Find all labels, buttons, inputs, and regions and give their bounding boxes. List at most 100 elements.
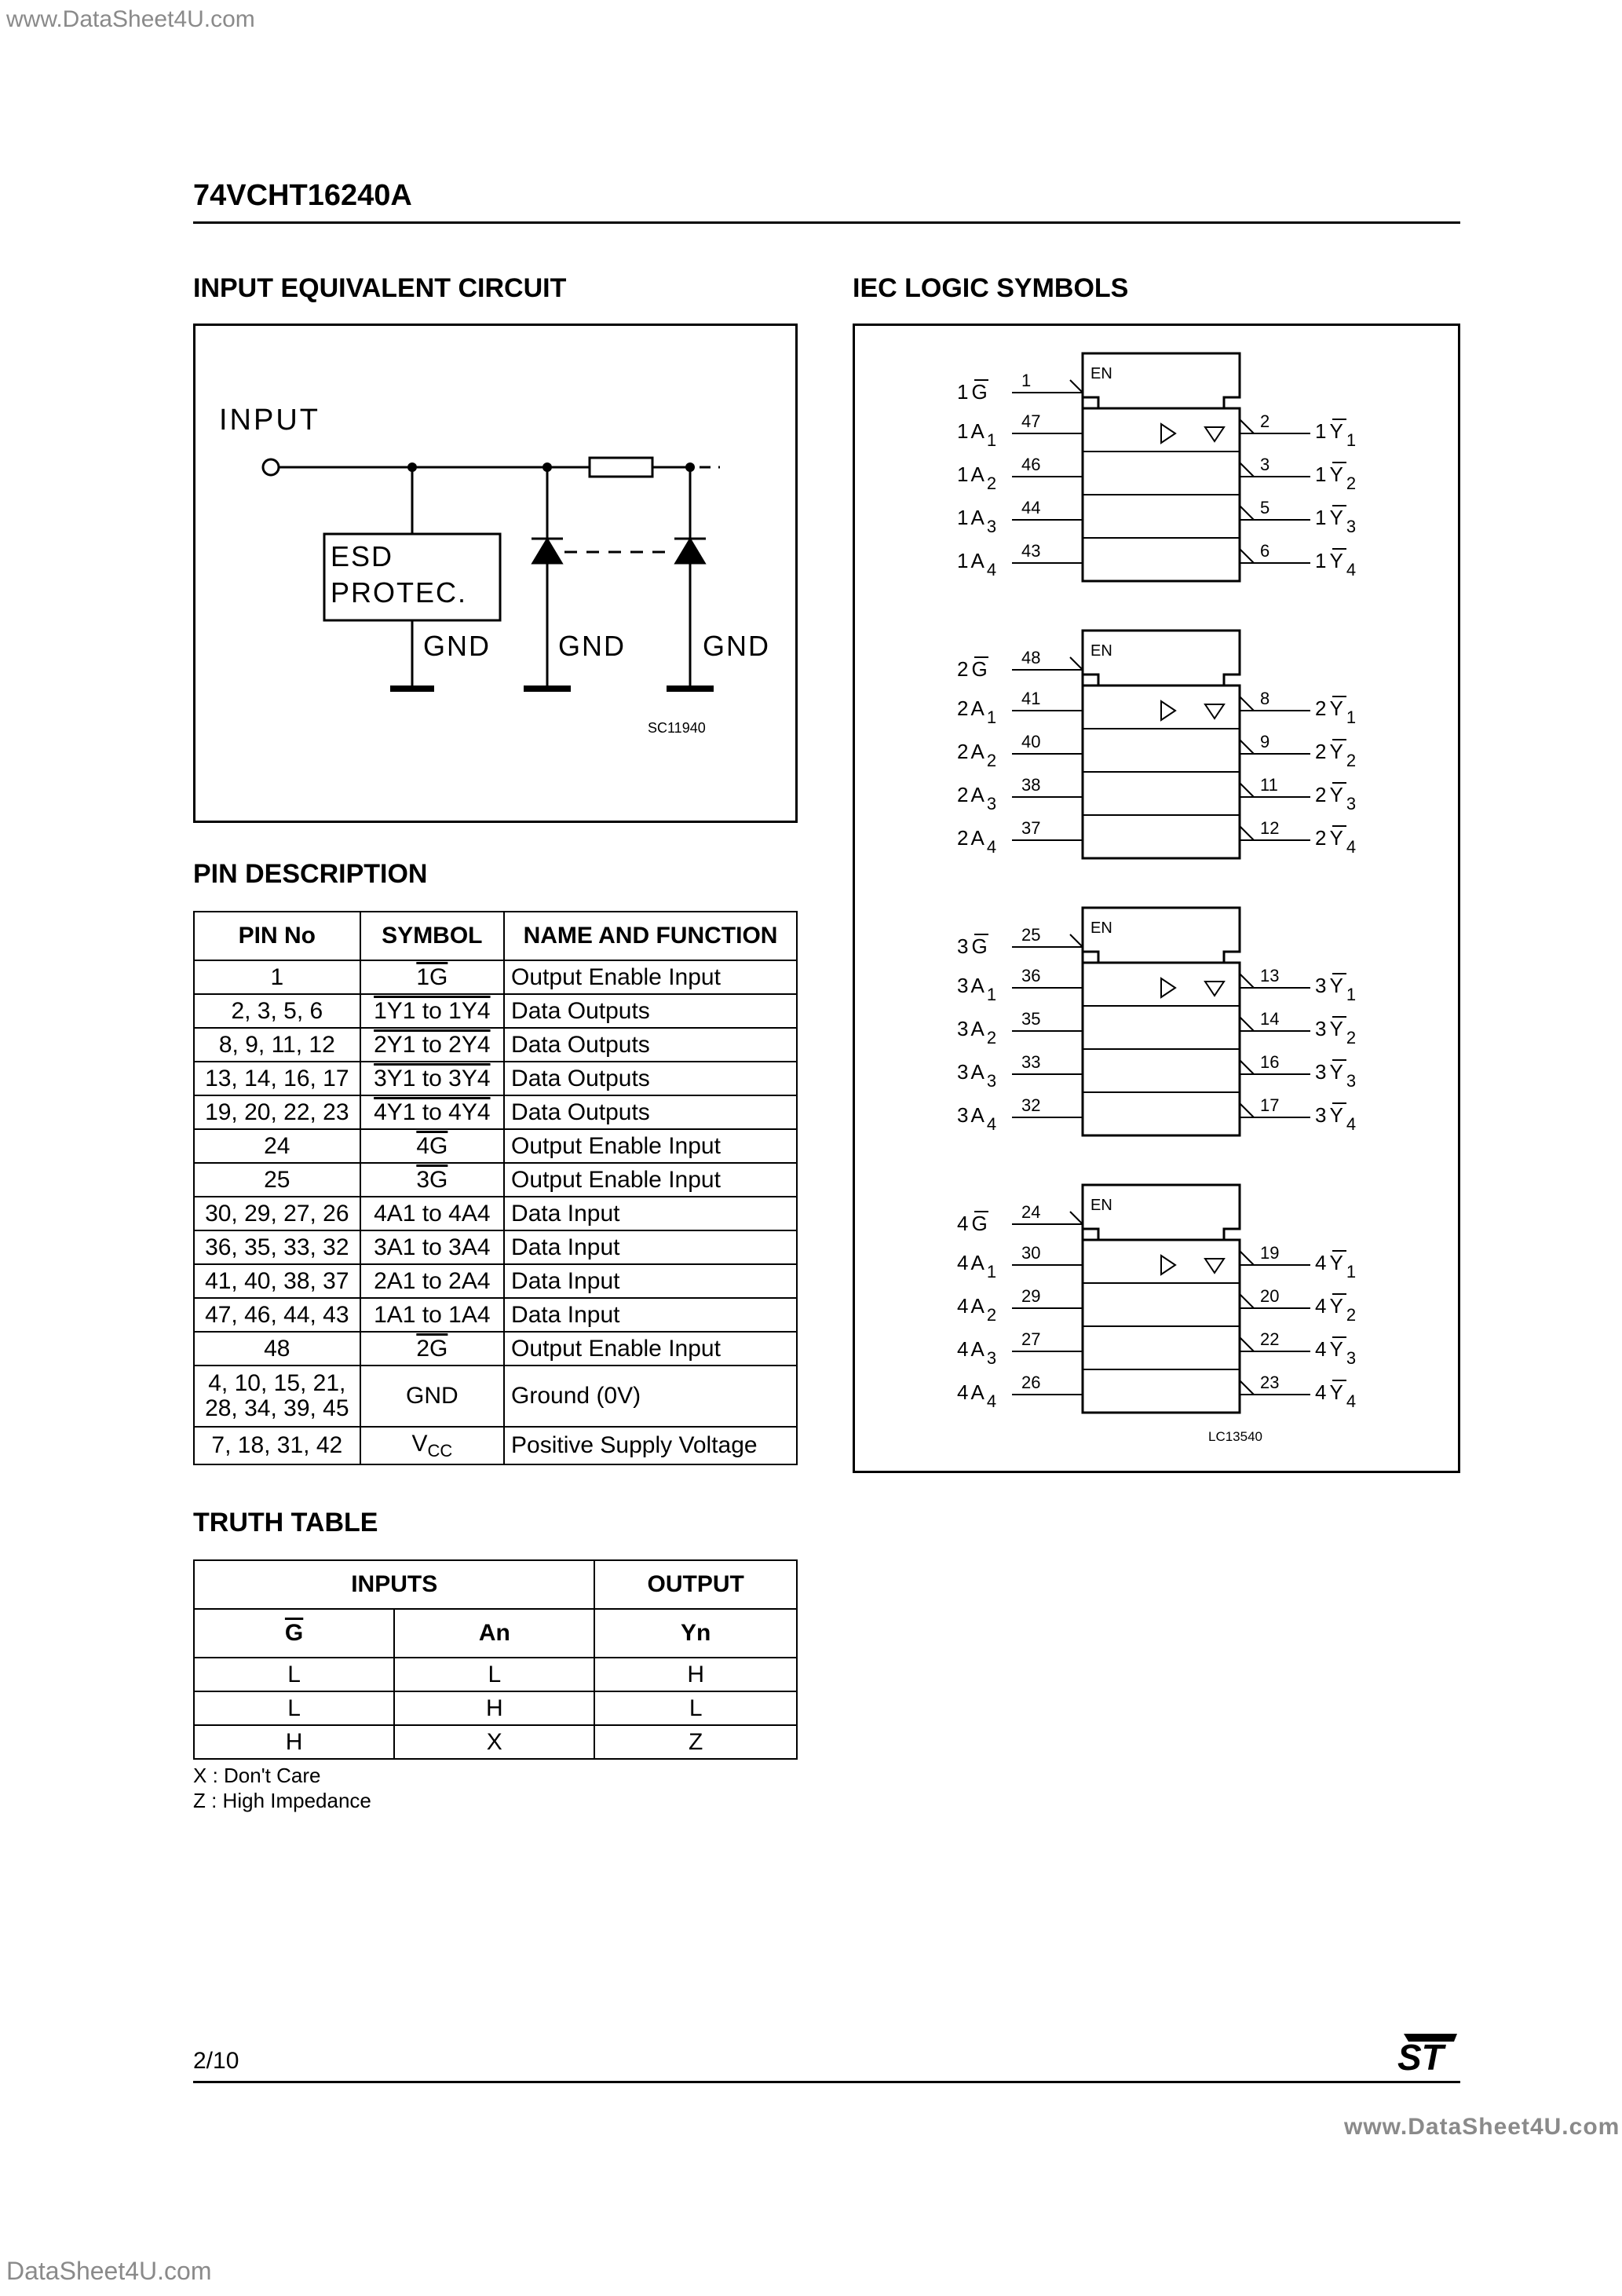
header-rule (193, 221, 1460, 224)
pin-cell: 7, 18, 31, 42 (193, 1426, 361, 1465)
input-label: 2A4 (957, 826, 999, 857)
truth-cell: L (192, 1657, 396, 1692)
header-name-function: NAME AND FUNCTION (503, 911, 798, 961)
footer-rule (193, 2081, 1460, 2083)
inversion-mark (1239, 1293, 1255, 1309)
output-pin-number: 12 (1260, 818, 1279, 838)
subscript: 3 (1346, 1348, 1359, 1368)
output-pin-number: 8 (1260, 689, 1269, 708)
col-g-header: G (192, 1608, 396, 1658)
subscript: 3 (1346, 794, 1359, 813)
pin-cell: 41, 40, 38, 37 (193, 1263, 361, 1299)
symbol-cell: 2G (359, 1331, 506, 1366)
watermark-bottom-left: DataSheet4U.com (6, 2257, 212, 2285)
output-pin-number: 9 (1260, 732, 1269, 751)
input-label: 3A2 (957, 1017, 999, 1047)
input-circuit-box: INPUT ESD PROTEC. GND GND GND SC11940 (193, 324, 798, 823)
pin-line-2: 28, 34, 39, 45 (205, 1395, 349, 1421)
output-label: 2Y4 (1315, 826, 1359, 857)
output-pin-number: 6 (1260, 541, 1269, 561)
subscript: 2 (1346, 1028, 1359, 1047)
page-number: 2/10 (193, 2048, 239, 2074)
table-row: L L H (192, 1657, 798, 1692)
function-cell: Output Enable Input (503, 960, 798, 995)
table-row: H X Z (192, 1724, 798, 1760)
iec-title: IEC LOGIC SYMBOLS (853, 273, 1129, 303)
gnd-label-2: GND (558, 630, 626, 662)
inversion-mark (1239, 739, 1255, 755)
header-pin-no: PIN No (193, 911, 361, 961)
input-pin-number: 33 (1021, 1052, 1040, 1072)
control-block (1081, 352, 1241, 408)
pin-cell: 36, 35, 33, 32 (193, 1230, 361, 1265)
subscript: 4 (987, 1114, 999, 1134)
pin-cell: 4, 10, 15, 21, 28, 34, 39, 45 (193, 1365, 361, 1428)
tristate-symbol (1204, 981, 1226, 997)
output-pin-number: 14 (1260, 1009, 1279, 1029)
output-pin-number: 19 (1260, 1243, 1279, 1263)
function-cell: Ground (0V) (503, 1365, 798, 1428)
subscript: 3 (987, 1071, 999, 1091)
symbol-cell: 3A1 to 3A4 (359, 1230, 506, 1265)
input-label: 2A2 (957, 740, 999, 770)
output-pin-number: 13 (1260, 966, 1279, 985)
output-pin-number: 22 (1260, 1329, 1279, 1349)
g-pin-number: 25 (1021, 925, 1040, 945)
input-pin-number: 29 (1021, 1286, 1040, 1306)
output-label: 4Y3 (1315, 1337, 1359, 1368)
symbol-cell: VCC (359, 1426, 506, 1465)
output-label: 2Y3 (1315, 783, 1359, 813)
output-label: 1Y3 (1315, 506, 1359, 536)
en-label: EN (1090, 1197, 1112, 1214)
pin-description-table: PIN No SYMBOL NAME AND FUNCTION 1 1G Out… (193, 911, 798, 1465)
input-label: 2A1 (957, 696, 999, 727)
input-label: 1A4 (957, 549, 999, 579)
col-g-text: G (284, 1620, 304, 1646)
input-pin-number: 43 (1021, 541, 1040, 561)
table-row: 8, 9, 11, 12 2Y1 to 2Y4 Data Outputs (193, 1027, 798, 1062)
input-label: 1A3 (957, 506, 999, 536)
iec-code: LC13540 (1208, 1429, 1262, 1444)
table-row: 19, 20, 22, 23 4Y1 to 4Y4 Data Outputs (193, 1095, 798, 1130)
g-negation-mark (1069, 934, 1083, 948)
subscript: 2 (1346, 473, 1359, 493)
subscript: 2 (987, 1305, 999, 1325)
truth-cell: X (393, 1724, 596, 1760)
subscript: 4 (1346, 1391, 1359, 1411)
output-label: 4Y2 (1315, 1294, 1359, 1325)
subscript: 2 (987, 751, 999, 770)
input-label: 4A3 (957, 1337, 999, 1368)
function-cell: Data Input (503, 1297, 798, 1333)
g-negation-mark (1069, 1211, 1083, 1225)
symbol-cell: 2A1 to 2A4 (359, 1263, 506, 1299)
truth-table: INPUTS OUTPUT G An Yn L L H L H L H X Z (192, 1559, 798, 1760)
control-block (1081, 906, 1241, 963)
pin-cell: 1 (193, 960, 361, 995)
table-row: L H L (192, 1691, 798, 1726)
input-pin-number: 46 (1021, 455, 1040, 474)
truth-note-z: Z : High Impedance (193, 1789, 371, 1812)
inversion-mark (1239, 419, 1255, 434)
symbol-text: V (411, 1430, 428, 1457)
function-cell: Data Input (503, 1230, 798, 1265)
function-cell: Data Input (503, 1263, 798, 1299)
table-row: 30, 29, 27, 26 4A1 to 4A4 Data Input (193, 1196, 798, 1231)
truth-cell: H (393, 1691, 596, 1726)
inversion-mark (1239, 1336, 1255, 1352)
st-logo-text: ST (1397, 2037, 1447, 2073)
gnd-label-3: GND (703, 630, 770, 662)
control-notch (1083, 396, 1100, 410)
output-pin-number: 23 (1260, 1373, 1279, 1392)
function-cell: Data Outputs (503, 1061, 798, 1096)
subscript: 1 (987, 707, 999, 727)
subscript: 3 (987, 1348, 999, 1368)
truth-cell: Z (594, 1724, 798, 1760)
input-pin-number: 35 (1021, 1009, 1040, 1029)
table-header-row: PIN No SYMBOL NAME AND FUNCTION (193, 911, 798, 961)
input-label: 2A3 (957, 783, 999, 813)
pin-line-1: 4, 10, 15, 21, (208, 1370, 346, 1396)
output-pin-number: 11 (1260, 775, 1278, 795)
subscript: 4 (1346, 837, 1359, 857)
truth-cell: H (594, 1657, 798, 1692)
